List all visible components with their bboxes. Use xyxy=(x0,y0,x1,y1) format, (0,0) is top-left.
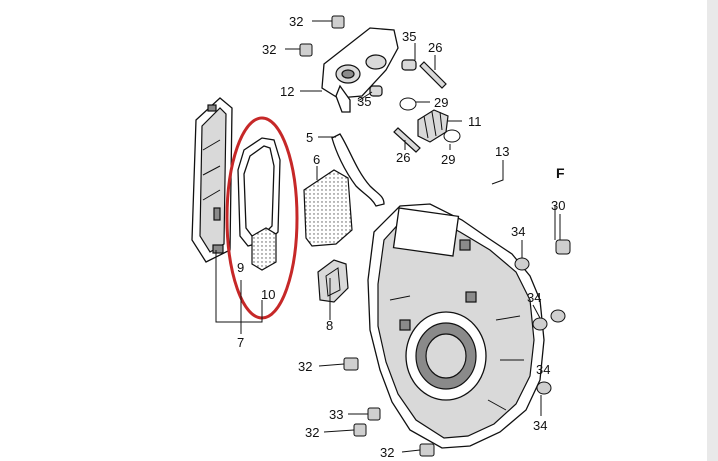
callout-35-upper: 35 xyxy=(402,29,416,44)
part-13-housing[interactable] xyxy=(367,203,545,449)
callout-10: 10 xyxy=(261,287,275,302)
callout-26-lower: 26 xyxy=(396,150,410,165)
part-5-hose[interactable] xyxy=(331,133,385,207)
part-29-oring-upper[interactable] xyxy=(399,97,417,111)
part-10-filter-element[interactable] xyxy=(251,227,277,271)
part-29-oring-lower[interactable] xyxy=(443,129,461,143)
callout-12: 12 xyxy=(280,84,294,99)
part-12-bracket[interactable] xyxy=(321,27,399,113)
callout-5: 5 xyxy=(306,130,313,145)
part-7-cover-plate[interactable] xyxy=(191,97,233,263)
part-35-bushing-upper[interactable] xyxy=(401,59,417,71)
callout-29-lower: 29 xyxy=(441,152,455,167)
callout-34-right: 34 xyxy=(536,362,550,377)
callout-29-upper: 29 xyxy=(434,95,448,110)
callout-34-upper: 34 xyxy=(511,224,525,239)
part-30-grommet[interactable] xyxy=(555,239,571,255)
part-32-bolt-upper[interactable] xyxy=(299,43,313,57)
part-34-washer-middle[interactable] xyxy=(532,317,548,331)
callout-32-lower: 32 xyxy=(305,425,319,440)
callout-33: 33 xyxy=(329,407,343,422)
part-26-stud-upper[interactable] xyxy=(419,61,447,89)
callout-26-upper: 26 xyxy=(428,40,442,55)
part-35-bushing-lower[interactable] xyxy=(369,85,383,97)
part-34-washer-lower[interactable] xyxy=(536,381,552,395)
callout-30: 30 xyxy=(551,198,565,213)
callout-11: 11 xyxy=(468,114,482,129)
part-6-filter-pad[interactable] xyxy=(303,169,353,247)
callout-32-top: 32 xyxy=(289,14,303,29)
part-11-insulator[interactable] xyxy=(417,109,449,143)
callout-13: 13 xyxy=(495,144,509,159)
callout-6: 6 xyxy=(313,152,320,167)
part-34-washer-right[interactable] xyxy=(550,309,566,323)
header-mark-f: F xyxy=(556,165,565,181)
callout-35-lower: 35 xyxy=(357,94,371,109)
callout-32-bottom: 32 xyxy=(380,445,394,460)
part-34-washer-upper[interactable] xyxy=(514,257,530,271)
part-32-bolt-top[interactable] xyxy=(331,15,345,29)
part-8-clip[interactable] xyxy=(317,259,349,303)
part-32-bolt-left[interactable] xyxy=(343,357,359,371)
part-9-gasket[interactable] xyxy=(237,137,281,247)
part-26-stud-lower[interactable] xyxy=(393,127,421,153)
callout-32-upper: 32 xyxy=(262,42,276,57)
callout-8: 8 xyxy=(326,318,333,333)
leader-lines xyxy=(215,20,561,453)
callout-34-middle: 34 xyxy=(527,290,541,305)
part-33-bolt[interactable] xyxy=(367,407,381,421)
callout-32-left: 32 xyxy=(298,359,312,374)
callout-9: 9 xyxy=(237,260,244,275)
part-32-bolt-lower[interactable] xyxy=(353,423,367,437)
viewer-edge xyxy=(707,0,718,461)
callout-34-lower: 34 xyxy=(533,418,547,433)
part-32-bolt-bottom[interactable] xyxy=(419,443,435,457)
callout-7: 7 xyxy=(237,335,244,350)
